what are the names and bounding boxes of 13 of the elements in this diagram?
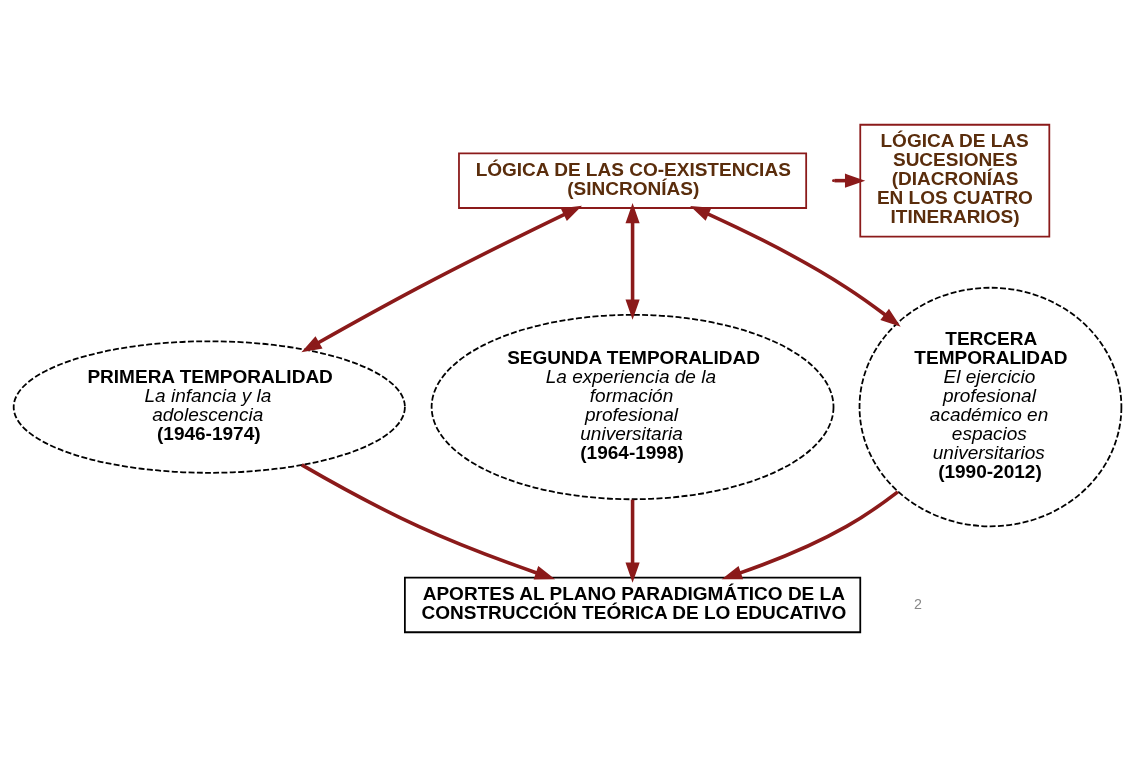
node-circle: TERCERA TEMPORALIDAD El ejercicio profesional académico en espacios universitarios (1990-2012) xyxy=(858,286,1123,528)
arrow xyxy=(721,490,899,580)
arrow xyxy=(625,203,640,320)
node-box: LÓGICA DE LAS SUCESIONES (DIACRONÍAS EN LOS CUATRO ITINERARIOS) xyxy=(859,123,1051,238)
node-ellipse: PRIMERA TEMPORALIDAD La infancia y la adolescencia (1946-1974) xyxy=(12,340,406,474)
arrow xyxy=(625,499,640,583)
node-box: APORTES AL PLANO PARADIGMÁTICO DE LA CONSTRUCCIÓN TEÓRICA DE LO EDUCATIVO xyxy=(404,576,862,634)
arrow xyxy=(301,205,583,353)
arrow xyxy=(300,463,556,580)
label: 2 xyxy=(913,595,922,612)
arrow xyxy=(690,205,901,327)
node-ellipse: SEGUNDA TEMPORALIDAD La experiencia de la formación profesional universitaria (1964-1998) xyxy=(430,313,835,501)
node-box: LÓGICA DE LAS CO-EXISTENCIAS (SINCRONÍAS) xyxy=(458,152,808,209)
